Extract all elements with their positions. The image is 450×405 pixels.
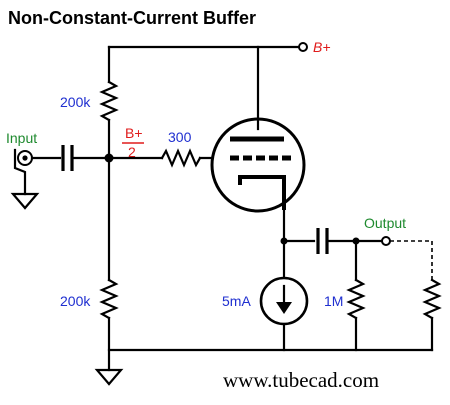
svg-text:2: 2 bbox=[128, 144, 136, 160]
main-ground-icon bbox=[94, 368, 124, 386]
resistor-top-200k: 200k bbox=[60, 45, 119, 160]
input-capacitor bbox=[61, 145, 111, 171]
resistor-1m-label: 1M bbox=[324, 293, 343, 309]
resistor-grid-icon bbox=[160, 148, 202, 168]
output-capacitor bbox=[316, 228, 385, 254]
current-source-label: 5mA bbox=[222, 293, 251, 309]
resistor-bottom-label: 200k bbox=[60, 293, 91, 309]
resistor-bottom-icon bbox=[99, 278, 119, 320]
bplus-label: B+ bbox=[313, 39, 331, 55]
output-label: Output bbox=[364, 215, 406, 231]
input-ground-icon bbox=[10, 192, 40, 210]
resistor-grid-label: 300 bbox=[168, 129, 192, 145]
bias-label: B+ 2 bbox=[122, 125, 144, 160]
input-jack: Input bbox=[6, 130, 62, 210]
bplus-rail: B+ bbox=[107, 39, 331, 55]
resistor-bottom-200k: 200k bbox=[60, 156, 119, 372]
resistor-grid-300: 300 bbox=[107, 129, 234, 168]
resistor-top-label: 200k bbox=[60, 94, 91, 110]
current-source-5ma: 5mA bbox=[222, 239, 309, 352]
external-load-resistor-icon bbox=[422, 278, 442, 320]
bplus-terminal-icon bbox=[298, 42, 308, 52]
resistor-top-icon bbox=[99, 80, 119, 122]
resistor-1m-icon bbox=[346, 278, 366, 320]
diagram-title: Non-Constant-Current Buffer bbox=[8, 8, 256, 28]
svg-text:B+: B+ bbox=[125, 125, 143, 141]
output-terminal-icon bbox=[381, 236, 391, 246]
website-url: www.tubecad.com bbox=[223, 368, 379, 392]
external-load-dashed bbox=[390, 240, 442, 352]
resistor-1m: 1M bbox=[324, 239, 366, 352]
input-label: Input bbox=[6, 130, 37, 146]
triode-tube-icon bbox=[210, 45, 306, 243]
